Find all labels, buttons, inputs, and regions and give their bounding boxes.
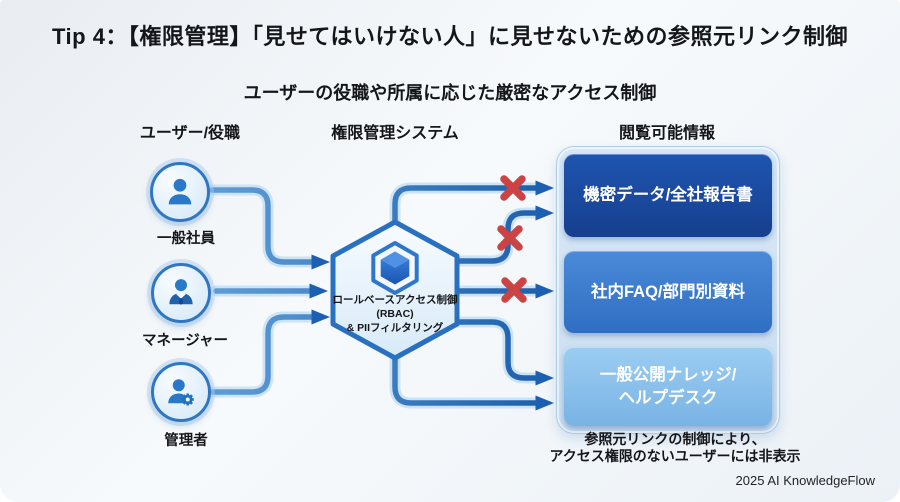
subtitle: ユーザーの役職や所属に応じた厳密なアクセス制御	[243, 83, 657, 103]
column-header-system: 権限管理システム	[331, 125, 459, 142]
arrow-system-to-confidential-1	[392, 180, 554, 233]
rbac-label-line1: ロールベースアクセス制御	[332, 294, 458, 306]
arrow-lines	[209, 180, 554, 411]
rbac-label-line3: & PIIフィルタリング	[346, 321, 444, 334]
resource-confidential-data: 機密データ/全社報告書	[564, 154, 772, 237]
column-header-viewable: 閲覧可能情報	[618, 125, 715, 142]
user-label-admin: 管理者	[164, 433, 208, 449]
arrow-system-to-public-1	[449, 319, 554, 386]
person-icon	[168, 178, 192, 205]
user-label-employee: 一般社員	[157, 231, 215, 247]
arrow-employee-to-system	[209, 187, 330, 270]
gear-icon	[181, 393, 194, 406]
arrow-admin-to-system	[209, 309, 330, 395]
user-label-manager: マネージャー	[142, 333, 228, 349]
cube-hexagon-icon	[371, 241, 419, 295]
rbac-label-line2: (RBAC)	[376, 307, 414, 320]
control-note: 参照元リンクの制御により、 アクセス権限のないユーザーには非表示	[549, 431, 801, 465]
page-title: Tip 4：【権限管理】「見せてはいけない人」に見せないための参照元リンク制御	[51, 24, 848, 49]
blocked-x-marks	[497, 175, 527, 303]
manager-avatar	[151, 263, 211, 323]
hexagon-shape	[330, 219, 460, 361]
red-x-icon	[497, 225, 523, 251]
credit-text: 2025 AI KnowledgeFlow	[735, 473, 875, 488]
employee-avatar	[150, 162, 210, 222]
viewable-info-panel: 機密データ/全社報告書 社内FAQ/部門別資料 一般公開ナレッジ/ ヘルプデスク	[556, 146, 780, 434]
permission-system-node	[325, 216, 465, 369]
column-header-users: ユーザー/役職	[139, 125, 241, 142]
admin-gear-icon	[168, 379, 194, 406]
resource-public-knowledge: 一般公開ナレッジ/ ヘルプデスク	[564, 347, 772, 426]
admin-avatar	[151, 362, 211, 422]
resource-internal-faq: 社内FAQ/部門別資料	[564, 251, 772, 333]
arrow-system-to-public-2	[392, 349, 554, 411]
red-x-icon	[501, 277, 527, 303]
manager-icon	[169, 279, 193, 305]
red-x-icon	[500, 175, 526, 201]
permission-system-label: ロールベースアクセス制御 (RBAC) & PIIフィルタリング	[331, 294, 459, 336]
